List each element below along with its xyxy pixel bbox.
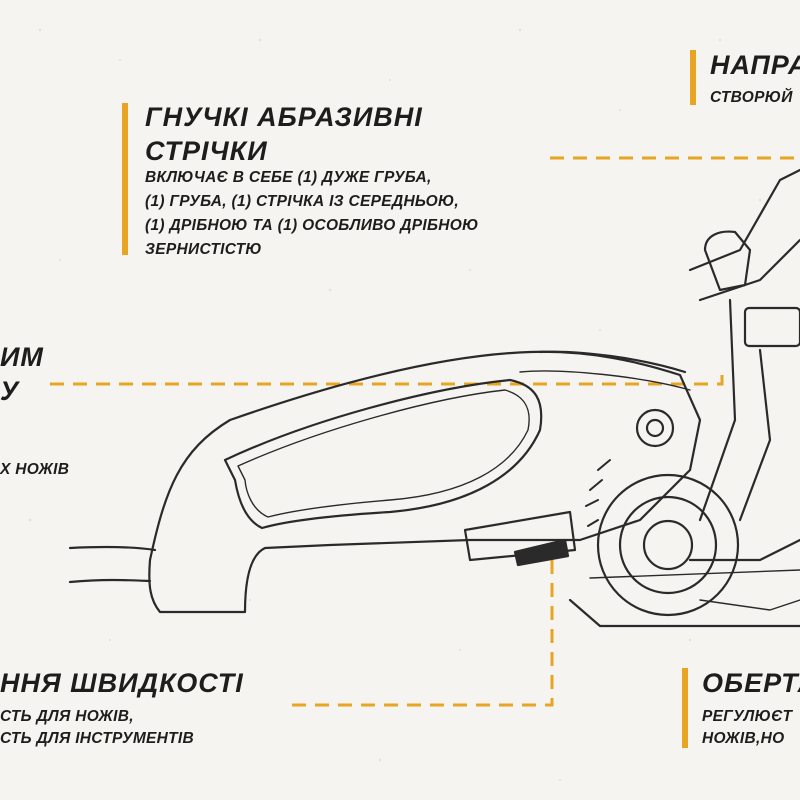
callout-description: ЗЕРНИСТІСТЮ xyxy=(145,241,262,258)
paper-texture xyxy=(28,28,762,781)
callout-title: ОБЕРТА xyxy=(702,668,800,698)
power-cord xyxy=(68,545,157,552)
callout-title: СТРІЧКИ xyxy=(145,136,268,166)
guide-roller xyxy=(635,408,675,448)
leader-line-left xyxy=(50,368,724,386)
callout-description: СТЬ ДЛЯ ІНСТРУМЕНТІВ xyxy=(0,730,195,747)
accent-bar xyxy=(682,668,688,748)
callout-description: РЕГУЛЮЄТ xyxy=(702,708,793,725)
callout-title: У xyxy=(0,376,20,406)
leader-lines xyxy=(50,156,800,707)
callout-title: ННЯ ШВИДКОСТІ xyxy=(0,668,244,698)
callout-description: (1) ДРІБНОЮ ТА (1) ОСОБЛИВО ДРІБНОЮ xyxy=(145,217,479,234)
belt-arm xyxy=(688,168,800,272)
callout-title: ИМ xyxy=(0,342,44,372)
accent-bar xyxy=(122,103,128,255)
rotation-gear xyxy=(596,473,740,617)
base-plate xyxy=(568,598,800,628)
leader-line-bottom xyxy=(292,548,554,707)
callout-title: НАПРА xyxy=(710,50,800,80)
callout-description: ВКЛЮЧАЄ В СЕБЕ (1) ДУЖЕ ГРУБА, xyxy=(145,169,432,186)
handle-grip xyxy=(223,378,543,530)
sharpener-drawing xyxy=(68,168,800,628)
accent-bar xyxy=(690,50,696,105)
callout-description: Х НОЖІВ xyxy=(0,461,70,478)
callout-description: СТВОРЮЙ xyxy=(710,89,793,106)
callout-title: ГНУЧКІ АБРАЗИВНІ xyxy=(145,102,423,132)
callout-description: СТЬ ДЛЯ НОЖІВ, xyxy=(0,708,134,725)
sharpener-body xyxy=(148,350,702,614)
speed-dial xyxy=(463,510,577,562)
callout-description: НОЖІВ,НО xyxy=(702,730,785,747)
belt-clamp xyxy=(743,306,800,348)
callout-description: (1) ГРУБА, (1) СТРІЧКА ІЗ СЕРЕДНЬОЮ, xyxy=(145,193,460,210)
